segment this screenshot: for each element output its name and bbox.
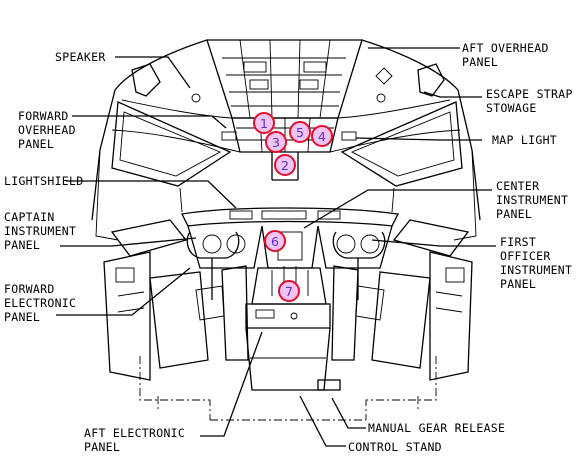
label-forward-overhead-1: FORWARD [18,109,69,123]
marker-1[interactable]: 1 [253,112,275,134]
marker-1-text: 1 [260,116,268,131]
speaker-left [131,63,201,103]
label-forward-electronic-3: PANEL [4,310,40,324]
label-escape-strap-1: ESCAPE STRAP [486,87,573,101]
labels: SPEAKER AFT OVERHEAD PANEL ESCAPE STRAP … [4,41,573,454]
label-center-instrument-2: INSTRUMENT [496,193,568,207]
hatch-symbol [375,67,393,85]
marker-5[interactable]: 5 [289,121,311,143]
floor-outline [139,356,437,421]
label-first-officer-2: OFFICER [500,249,551,263]
label-forward-overhead-2: OVERHEAD [18,123,76,137]
marker-4[interactable]: 4 [311,125,333,147]
marker-6-text: 6 [271,234,279,249]
label-captain-instrument-2: INSTRUMENT [4,224,76,238]
marker-2[interactable]: 2 [274,154,296,176]
marker-6[interactable]: 6 [264,230,286,252]
label-aft-overhead-1: AFT OVERHEAD [462,41,549,55]
label-manual-gear-release: MANUAL GEAR RELEASE [368,421,505,435]
marker-7-text: 7 [285,284,293,299]
instrument-panels [187,225,393,269]
label-map-light: MAP LIGHT [492,133,557,147]
marker-3[interactable]: 3 [265,131,287,153]
map-light-right [341,131,357,141]
marker-5-text: 5 [296,125,304,140]
label-captain-instrument-1: CAPTAIN [4,210,55,224]
label-center-instrument-3: PANEL [496,207,532,221]
control-stand [245,266,331,391]
marker-3-text: 3 [272,135,280,150]
lightshield [181,207,399,227]
side-consoles [103,219,473,381]
label-aft-overhead-2: PANEL [462,55,498,69]
label-forward-overhead-3: PANEL [18,137,54,151]
label-aft-electronic-1: AFT ELECTRONIC [84,426,185,440]
label-speaker: SPEAKER [55,50,106,64]
label-control-stand: CONTROL STAND [348,440,442,454]
label-center-instrument-1: CENTER [496,179,539,193]
marker-4-text: 4 [318,129,326,144]
label-forward-electronic-1: FORWARD [4,282,55,296]
map-light-left [221,131,237,141]
label-aft-electronic-2: PANEL [84,440,120,454]
label-first-officer-1: FIRST [500,235,536,249]
label-captain-instrument-3: PANEL [4,238,40,252]
marker-2-text: 2 [281,158,289,173]
label-escape-strap-2: STOWAGE [486,101,537,115]
label-first-officer-4: PANEL [500,277,536,291]
speaker-right [376,63,445,103]
manual-gear-release-box [317,379,341,391]
marker-7[interactable]: 7 [278,280,300,302]
label-forward-electronic-2: ELECTRONIC [4,296,76,310]
leader-lines [56,47,496,447]
cabin-frame [91,39,481,241]
label-lightshield: LIGHTSHIELD [4,174,83,188]
label-first-officer-3: INSTRUMENT [500,263,572,277]
aft-overhead-panel [206,39,393,119]
